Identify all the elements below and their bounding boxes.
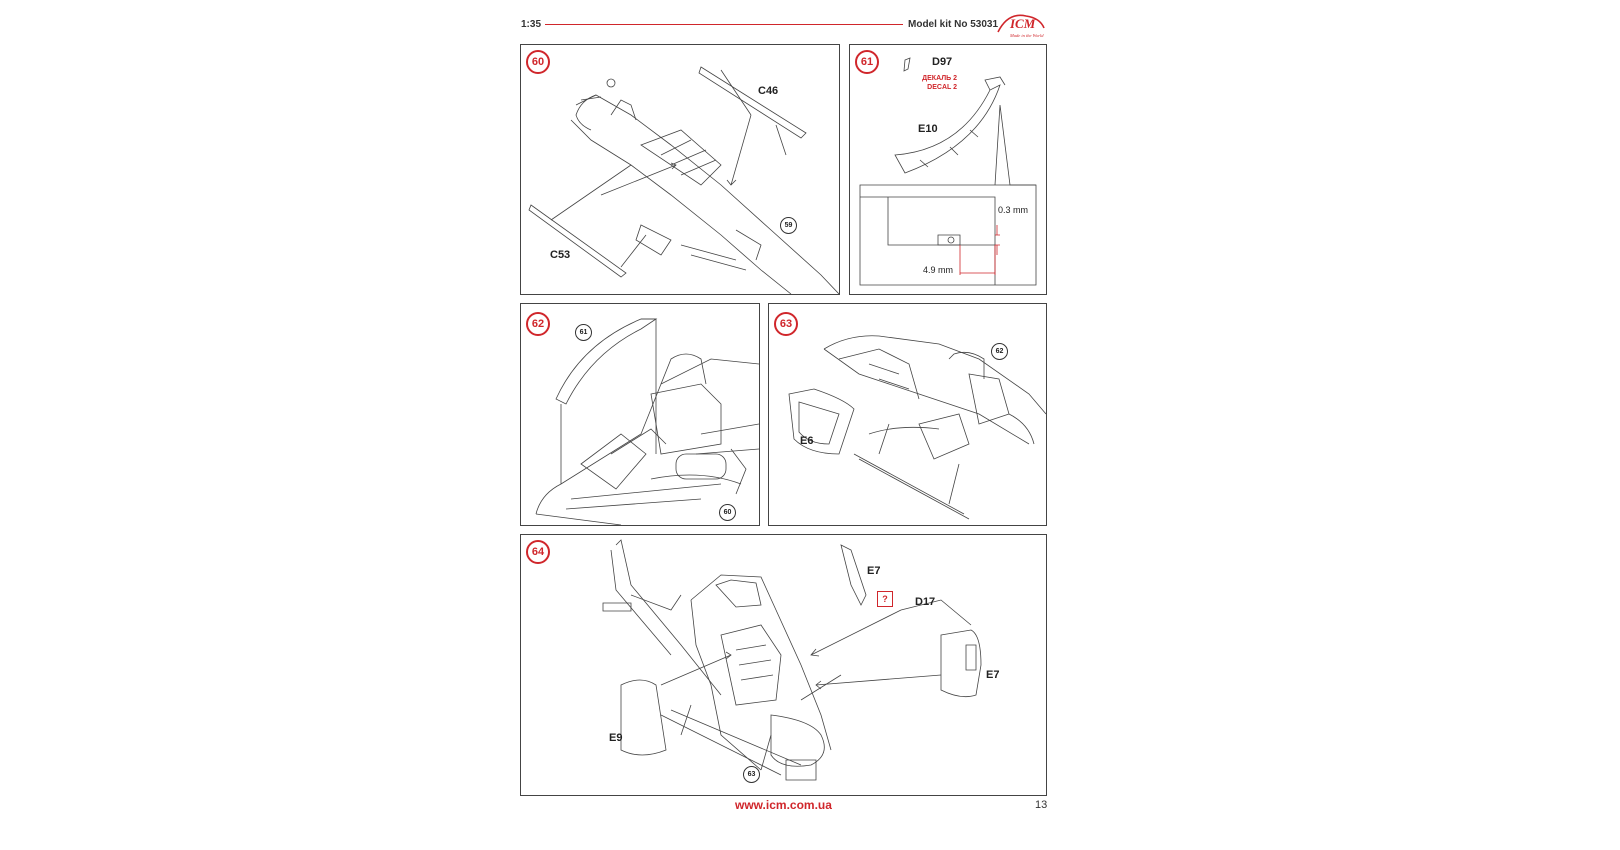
ref-63-circle: 63 [743, 766, 760, 783]
step-64-drawing [521, 535, 1046, 795]
decal-en-label: DECAL 2 [927, 84, 957, 91]
svg-text:ICM: ICM [1009, 16, 1036, 31]
step-62-panel: 62 61 60 [520, 303, 760, 526]
part-e7-top-label: E7 [867, 565, 881, 577]
part-e7-right-label: E7 [986, 669, 1000, 681]
ref-59-circle: 59 [780, 217, 797, 234]
step-63-panel: 63 E6 62 [768, 303, 1047, 526]
step-60-number: 60 [526, 50, 550, 74]
scale-label: 1:35 [521, 19, 542, 30]
step-63-number: 63 [774, 312, 798, 336]
step-60-panel: 60 C46 C53 59 [520, 44, 840, 295]
ref-62-circle: 62 [991, 343, 1008, 360]
svg-text:Made in the World: Made in the World [1009, 33, 1044, 38]
question-box: ? [877, 591, 893, 607]
decal-ru-label: ДЕКАЛЬ 2 [922, 75, 957, 82]
part-c46-label: C46 [758, 85, 779, 97]
part-d17-label: D17 [915, 596, 936, 608]
header-rule [545, 24, 903, 25]
step-61-panel: 61 D97 ДЕКАЛЬ 2 DECAL 2 E10 0.3 mm 4.9 m… [849, 44, 1047, 295]
part-d97-label: D97 [932, 56, 953, 68]
part-c53-label: C53 [550, 249, 571, 261]
step-61-number: 61 [855, 50, 879, 74]
step-64-number: 64 [526, 540, 550, 564]
step-61-drawing [850, 45, 1046, 294]
part-e9-label: E9 [609, 732, 623, 744]
step-60-drawing [521, 45, 839, 294]
icm-logo-icon: ICM Made in the World [996, 10, 1046, 40]
ref-61-circle: 61 [575, 324, 592, 341]
footer-url[interactable]: www.icm.com.ua [735, 798, 832, 812]
model-kit-label: Model kit No 53031 [908, 19, 999, 30]
ref-60-circle: 60 [719, 504, 736, 521]
part-e10-label: E10 [918, 123, 938, 135]
page-number: 13 [1035, 799, 1048, 811]
step-64-panel: 64 E7 ? D17 E7 E9 63 [520, 534, 1047, 796]
step-62-drawing [521, 304, 759, 525]
measure-49mm-label: 4.9 mm [923, 265, 954, 275]
part-e6-label: E6 [800, 435, 814, 447]
step-62-number: 62 [526, 312, 550, 336]
step-63-drawing [769, 304, 1046, 525]
measure-03mm-label: 0.3 mm [998, 205, 1029, 215]
